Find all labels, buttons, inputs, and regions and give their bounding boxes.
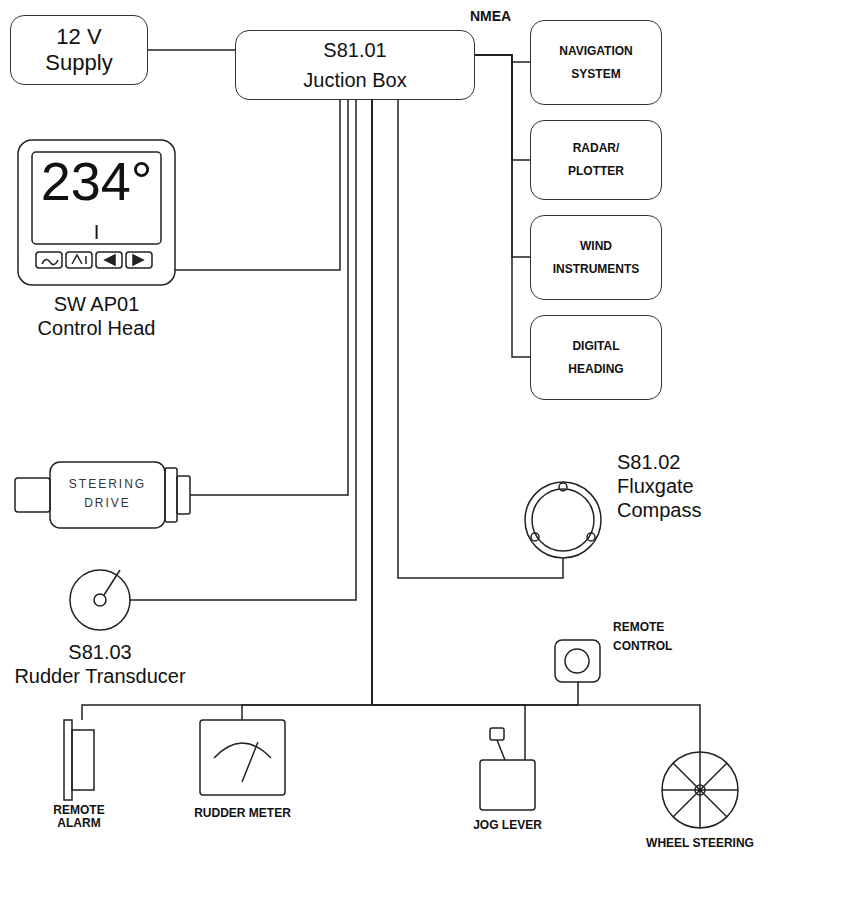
remote-alarm-symbol (64, 720, 94, 800)
part-label: Fluxgate Compass (617, 474, 717, 522)
box-label: Juction Box (303, 68, 406, 92)
fluxgate-compass: S81.02Fluxgate Compass (525, 482, 601, 558)
jog-lever-symbol (480, 728, 535, 810)
wire-connector (130, 100, 356, 600)
wheel-steering: WHEEL STEERING (662, 752, 738, 828)
box-label: S81.01 (323, 38, 386, 62)
steering-drive: STEERING DRIVE (50, 462, 190, 528)
part-label: Rudder Transducer (10, 664, 190, 688)
steering-wheel-symbol (662, 752, 738, 828)
instrument-box: DIGITAL HEADING (530, 315, 662, 400)
power-supply-box: 12 V Supply (10, 15, 148, 85)
rudder-transducer-symbol (70, 570, 130, 630)
remote-alarm: REMOTE ALARM (62, 720, 96, 800)
bus-label: NMEA (470, 8, 511, 25)
part-label: Control Head (18, 316, 175, 340)
wire-connector (475, 55, 530, 62)
instrument-box: NAVIGATION SYSTEM (530, 20, 662, 105)
part-label: SW AP01 (18, 292, 175, 316)
wire-connector (475, 55, 530, 357)
box-label: RADAR/ PLOTTER (549, 137, 643, 183)
wire-connector (190, 100, 348, 495)
junction-box: S81.01Juction Box (235, 30, 475, 100)
part-label: I (18, 220, 175, 244)
part-label: 234° (18, 152, 175, 211)
wire-connector (175, 100, 340, 270)
wire-connector (372, 100, 525, 728)
control-head: 234°ISW AP01Control Head (18, 140, 175, 285)
remote-control-symbol (555, 640, 600, 682)
part-label: JOG LEVER (445, 818, 570, 832)
box-label: DIGITAL HEADING (549, 335, 643, 381)
fluxgate-compass-symbol (525, 482, 601, 558)
rudder-meter-symbol (200, 720, 285, 795)
wire-connector (475, 55, 530, 257)
part-label: REMOTE CONTROL (613, 618, 685, 656)
box-label: 12 V Supply (36, 24, 122, 77)
rudder-transducer: S81.03Rudder Transducer (70, 570, 130, 630)
jog-lever: JOG LEVER (480, 728, 535, 810)
part-label: STEERING DRIVE (50, 475, 165, 513)
part-label: REMOTE ALARM (44, 804, 114, 830)
rudder-meter: RUDDER METER (200, 720, 285, 795)
wire-connector (242, 100, 372, 720)
control-head-bezel (18, 140, 175, 285)
box-label: NAVIGATION SYSTEM (549, 40, 643, 86)
wire-connector (372, 100, 700, 752)
part-label: WHEEL STEERING (610, 836, 790, 850)
wire-connector (475, 55, 530, 160)
part-label: S81.03 (10, 640, 190, 664)
wire-connector (148, 49, 235, 51)
part-label: S81.02 (617, 450, 737, 474)
remote-control: REMOTE CONTROL (555, 640, 600, 682)
control-buttons (36, 252, 152, 268)
instrument-box: RADAR/ PLOTTER (530, 120, 662, 200)
instrument-box: WIND INSTRUMENTS (530, 215, 662, 300)
part-label: RUDDER METER (175, 806, 310, 820)
steering-drive-body (15, 462, 190, 528)
box-label: WIND INSTRUMENTS (549, 235, 643, 281)
